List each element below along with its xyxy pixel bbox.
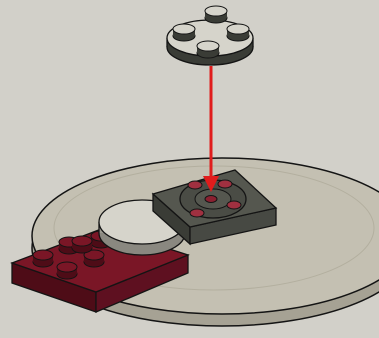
stud xyxy=(72,236,92,253)
stud xyxy=(227,24,249,41)
stud xyxy=(33,250,53,267)
stud xyxy=(205,6,227,23)
stud xyxy=(57,262,77,279)
stud xyxy=(197,41,219,58)
stud xyxy=(173,24,195,41)
